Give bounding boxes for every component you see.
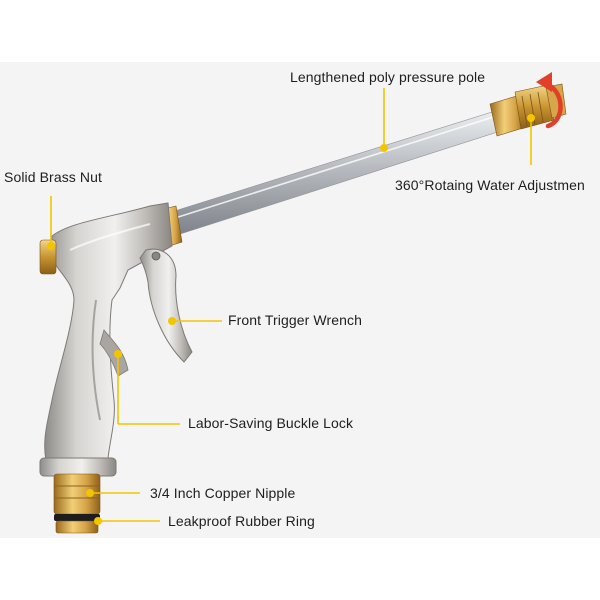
label-pressure-pole: Lengthened poly pressure pole [290, 69, 486, 85]
label-rotating-adjustment: 360°Rotaing Water Adjustmen [395, 177, 585, 193]
label-rubber-ring: Leakproof Rubber Ring [168, 513, 315, 529]
trigger [139, 248, 193, 363]
gun-body [39, 202, 173, 477]
copper-nipple [53, 473, 101, 534]
callout-lines [50, 88, 532, 522]
label-brass-nut: Solid Brass Nut [4, 169, 102, 185]
rotation-arrow-icon [536, 72, 563, 129]
rotating-nozzle [489, 83, 567, 137]
pressure-pole [167, 107, 511, 237]
label-buckle-lock: Labor-Saving Buckle Lock [188, 415, 354, 431]
label-copper-nipple: 3/4 Inch Copper Nipple [150, 485, 296, 501]
label-trigger-wrench: Front Trigger Wrench [228, 312, 363, 328]
callout-dots [47, 114, 535, 525]
